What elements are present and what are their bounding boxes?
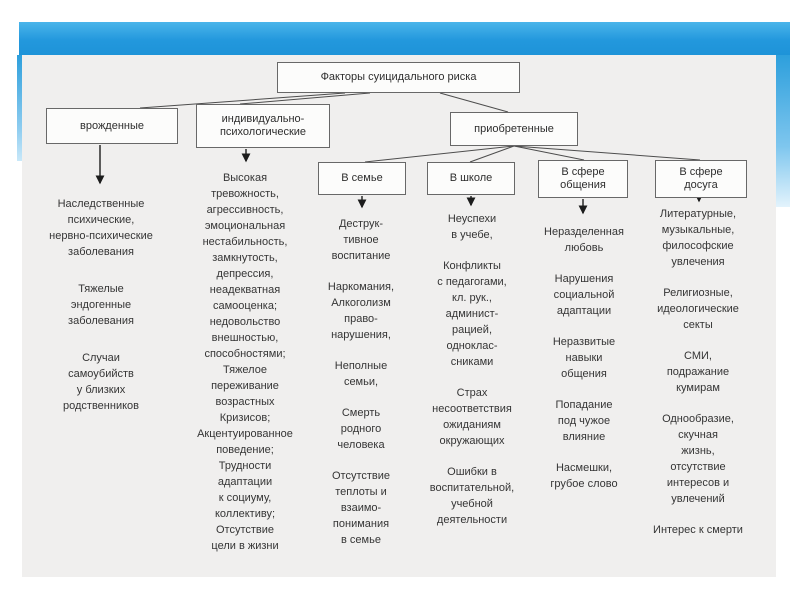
factor-item: Интерес к смерти xyxy=(653,524,743,536)
factor-item: Деструк- тивное воспитание xyxy=(331,218,391,262)
factor-item: Попадание под чужое влияние xyxy=(555,399,613,443)
factor-list-leisure: Литературные, музыкальные, философские у… xyxy=(635,206,761,553)
node-leisure-sphere: В сфере досуга xyxy=(655,160,747,198)
factor-item: Религиозные, идеологические секты xyxy=(657,287,739,331)
node-communication-sphere: В сфере общения xyxy=(538,160,628,198)
node-family: В семье xyxy=(318,162,406,195)
factor-item: Случаи самоубийств у близких родственник… xyxy=(63,352,139,412)
tree-connectors xyxy=(139,92,701,163)
factor-item: Высокая тревожность, агрессивность, эмоц… xyxy=(197,172,293,552)
factor-item: Насмешки, грубое слово xyxy=(550,462,618,490)
node-acquired: приобретенные xyxy=(450,112,578,146)
node-school: В школе xyxy=(427,162,515,195)
factor-item: Неуспехи в учебе, xyxy=(447,213,497,241)
factor-item: СМИ, подражание кумирам xyxy=(666,350,730,394)
header-bar xyxy=(19,22,790,55)
factor-item: Конфликты с педагогами, кл. рук., админи… xyxy=(437,260,507,368)
factor-item: Неполные семьи, xyxy=(334,360,388,388)
factor-item: Неразвитые навыки общения xyxy=(552,336,616,380)
node-root: Факторы суицидального риска xyxy=(277,62,520,93)
factor-item: Наркомания, Алкоголизм право- нарушения, xyxy=(327,281,395,341)
factor-item: Нарушения социальной адаптации xyxy=(553,273,615,317)
right-accent-strip xyxy=(775,55,790,207)
node-innate: врожденные xyxy=(46,108,178,144)
down-arrows xyxy=(95,145,704,215)
factor-item: Смерть родного человека xyxy=(337,407,385,451)
factor-item: Литературные, музыкальные, философские у… xyxy=(659,208,737,268)
factor-item: Страх несоответствия ожиданиям окружающи… xyxy=(432,387,512,447)
factor-list-school: Неуспехи в учебе, Конфликты с педагогами,… xyxy=(413,211,531,543)
left-accent-strip xyxy=(17,55,23,161)
factor-list-individual: Высокая тревожность, агрессивность, эмоц… xyxy=(178,170,312,569)
factor-item: Тяжелые эндогенные заболевания xyxy=(68,283,134,327)
factor-item: Неразделенная любовь xyxy=(544,226,624,254)
factor-item: Наследственные психические, нервно-психи… xyxy=(49,198,153,258)
factor-item: Однообразие, скучная жизнь, отсутствие и… xyxy=(662,413,734,505)
factor-item: Отсутствие теплоты и взаимо- понимания в… xyxy=(331,470,391,546)
factor-list-innate: Наследственные психические, нервно-психи… xyxy=(20,196,182,435)
factor-item: Ошибки в воспитательной, учебной деятель… xyxy=(429,466,515,526)
node-individual-psychological: индивидуально- психологические xyxy=(196,104,330,148)
